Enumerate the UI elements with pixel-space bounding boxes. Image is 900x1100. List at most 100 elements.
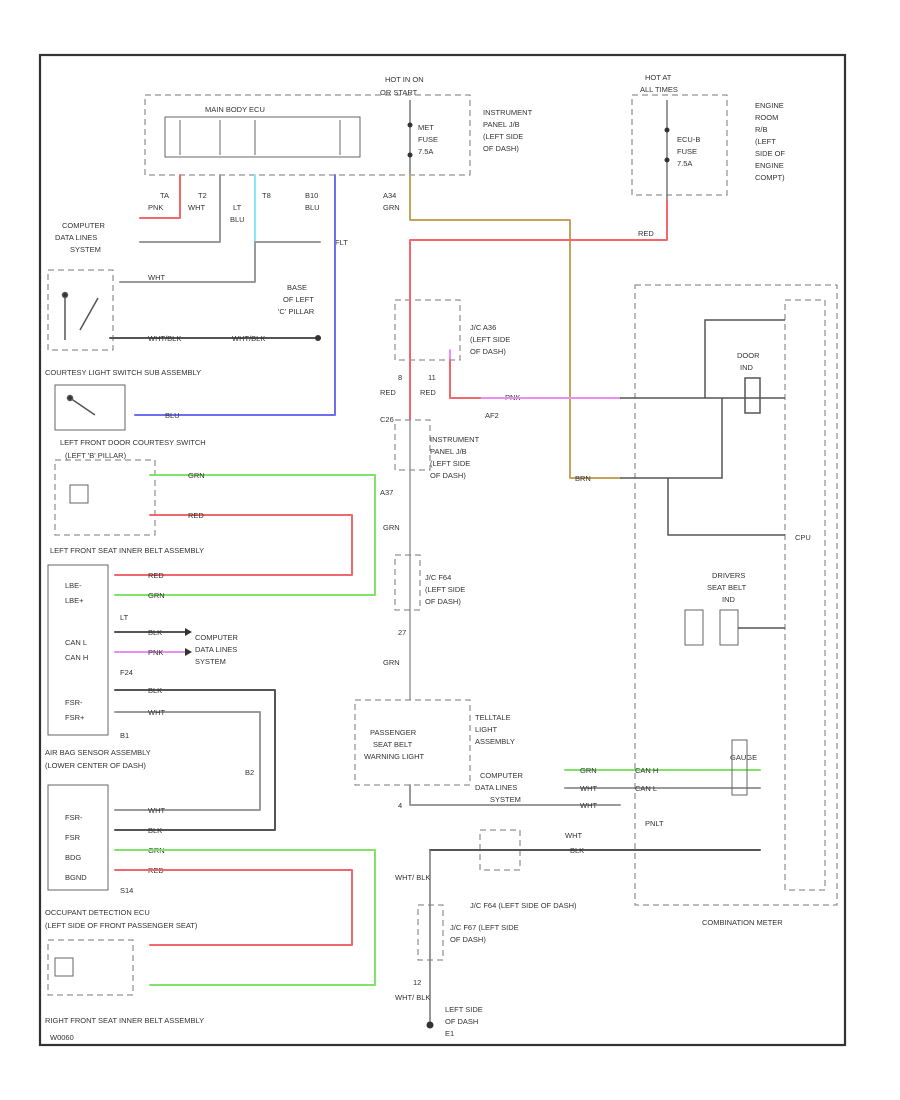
blu-wire-label: BLU bbox=[165, 411, 180, 420]
occupant-box bbox=[47, 784, 109, 891]
rw-canh: CAN H bbox=[635, 766, 658, 775]
left-seatbelt-box bbox=[54, 459, 156, 536]
diagram-frame bbox=[38, 53, 847, 1047]
wire-t8-down bbox=[119, 241, 256, 283]
meter-cpu: CPU bbox=[795, 533, 811, 542]
ip-jb2-4: OF DASH) bbox=[430, 471, 466, 480]
occ-pin-1: FSR- bbox=[65, 813, 83, 822]
pin-t8-color: BLU bbox=[230, 215, 245, 224]
jc-f67-1: J/C F67 (LEFT SIDE bbox=[450, 923, 519, 932]
pin-a34-color: GRN bbox=[383, 203, 400, 212]
courtesy-switch-symbol bbox=[61, 291, 99, 340]
jc-a36-3: OF DASH) bbox=[470, 347, 506, 356]
drivers-2: SEAT BELT bbox=[707, 583, 747, 592]
jc-a36-box bbox=[394, 299, 461, 361]
airbag-box bbox=[47, 564, 109, 736]
ecu-fuse-1: ECU-B bbox=[677, 135, 700, 144]
er-jb-2: ROOM bbox=[755, 113, 778, 122]
rw-whtblk: WHT/ BLK bbox=[395, 873, 430, 882]
rw-canl: CAN L bbox=[635, 784, 657, 793]
telltale-label-2: LIGHT bbox=[475, 725, 498, 734]
airbag-pin-4: CAN H bbox=[65, 653, 88, 662]
cdl-3a: COMPUTER bbox=[480, 771, 524, 780]
telltale-inner-2: SEAT BELT bbox=[373, 740, 413, 749]
wire-fsr-blk bbox=[114, 689, 276, 831]
met-fuse-2: FUSE bbox=[418, 135, 438, 144]
drivers-1: DRIVERS bbox=[712, 571, 745, 580]
airbag-2: (LOWER CENTER OF DASH) bbox=[45, 761, 146, 770]
wl-b2: B2 bbox=[245, 768, 254, 777]
pin-a34: A34 bbox=[383, 191, 396, 200]
wire-wht-t2 bbox=[139, 174, 221, 243]
wl-blk2: BLK bbox=[148, 686, 162, 695]
wl-blk3: BLK bbox=[148, 826, 162, 835]
ip-jb2-1: INSTRUMENT bbox=[430, 435, 480, 444]
door-switch-1: LEFT FRONT DOOR COURTESY SWITCH bbox=[60, 438, 206, 447]
rw-pnl: PNLT bbox=[645, 819, 664, 828]
wl-grn2: GRN bbox=[148, 591, 165, 600]
wire-telltale-out bbox=[409, 784, 621, 806]
combination-meter-box bbox=[634, 284, 838, 906]
mid-red2: RED bbox=[420, 388, 436, 397]
left-seatbelt-inner bbox=[69, 484, 89, 504]
jc-f64-1: J/C F64 bbox=[425, 573, 451, 582]
arrow-can-l bbox=[185, 628, 192, 636]
meter-name: COMBINATION METER bbox=[702, 918, 783, 927]
gnd-1: LEFT SIDE bbox=[445, 1005, 483, 1014]
meter-inner-box bbox=[784, 299, 826, 891]
airbag-pin-3: CAN L bbox=[65, 638, 87, 647]
er-jb-3: R/B bbox=[755, 125, 768, 134]
wl-lt: LT bbox=[120, 613, 129, 622]
door-switch-symbol bbox=[66, 394, 96, 416]
telltale-inner-3: WARNING LIGHT bbox=[364, 752, 425, 761]
ip-jb-3: (LEFT SIDE bbox=[483, 132, 523, 141]
mid-af2: AF2 bbox=[485, 411, 499, 420]
jc-f64b: J/C F64 (LEFT SIDE OF DASH) bbox=[470, 901, 577, 910]
rw-whti: WHT bbox=[565, 831, 582, 840]
red-top-label: RED bbox=[638, 229, 654, 238]
mid-n11: 11 bbox=[428, 373, 436, 382]
cdl-2c: SYSTEM bbox=[195, 657, 226, 666]
arrow-can-h bbox=[185, 648, 192, 656]
pin-t8: T8 bbox=[262, 191, 271, 200]
courtesy-ground-node bbox=[315, 335, 321, 341]
wl-red: RED bbox=[188, 511, 204, 520]
telltale-label-1: TELLTALE bbox=[475, 713, 511, 722]
rw-wht2: WHT bbox=[580, 801, 597, 810]
gnd-e1: E1 bbox=[445, 1029, 454, 1038]
courtesy-gnd-color2: WHT/BLK bbox=[232, 334, 265, 343]
jc-f64-box bbox=[394, 554, 421, 611]
pin-b10: B10 bbox=[305, 191, 318, 200]
mid-red1: RED bbox=[380, 388, 396, 397]
airbag-pin-5: FSR- bbox=[65, 698, 83, 707]
engine-room-rb-box bbox=[631, 94, 728, 196]
ip-jb-4: OF DASH) bbox=[483, 144, 519, 153]
pin-lt: LT bbox=[233, 203, 242, 212]
ip-jb2-3: (LEFT SIDE bbox=[430, 459, 470, 468]
courtesy-name: COURTESY LIGHT SWITCH SUB ASSEMBLY bbox=[45, 368, 201, 377]
drivers-seatbelt-ind-b bbox=[719, 609, 739, 646]
cdl-1b: DATA LINES bbox=[55, 233, 97, 242]
jc-f64-2: (LEFT SIDE bbox=[425, 585, 465, 594]
or-start: OR START bbox=[380, 88, 418, 97]
main-body-ecu-inner bbox=[164, 116, 361, 158]
cdl-2a: COMPUTER bbox=[195, 633, 239, 642]
right-seatbelt-inner bbox=[54, 957, 74, 977]
door-switch-box bbox=[54, 384, 126, 431]
mid-n8: 8 bbox=[398, 373, 402, 382]
ground-base-1: BASE bbox=[287, 283, 307, 292]
er-jb-5: SIDE OF bbox=[755, 149, 785, 158]
right-seatbelt-box bbox=[47, 939, 134, 996]
mid-n27: 27 bbox=[398, 628, 406, 637]
pin-t2-color: WHT bbox=[188, 203, 205, 212]
ecu-b-fuse-line bbox=[664, 100, 670, 200]
courtesy-wht: WHT bbox=[148, 273, 165, 282]
mid-grn2: GRN bbox=[383, 658, 400, 667]
main-body-ecu-label: MAIN BODY ECU bbox=[205, 105, 265, 114]
mid-c26: C26 bbox=[380, 415, 394, 424]
jc-a36-1: J/C A36 bbox=[470, 323, 496, 332]
wire-red-ecu bbox=[409, 199, 668, 301]
wire-blu-b10 bbox=[134, 174, 336, 416]
ground-base-2: OF LEFT bbox=[283, 295, 314, 304]
